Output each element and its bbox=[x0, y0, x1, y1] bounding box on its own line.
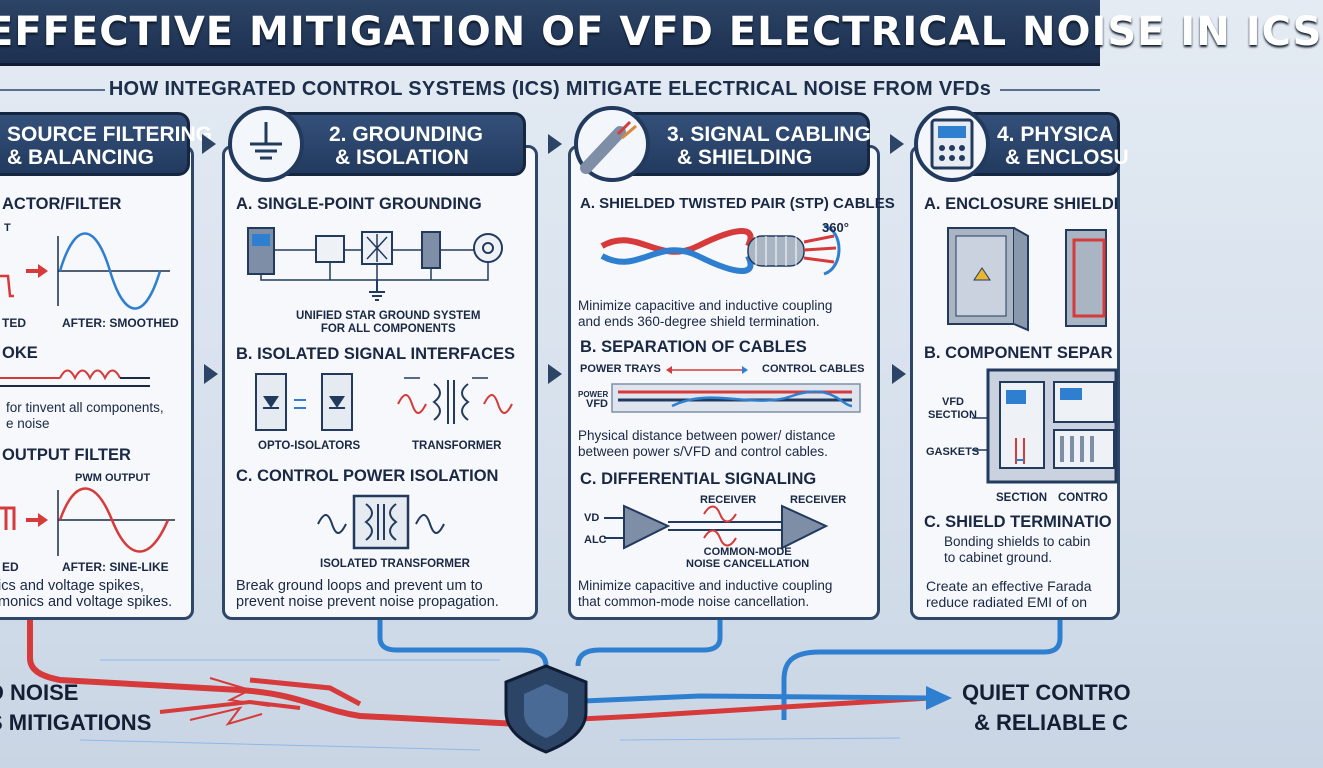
label-pwm-output: PWM OUTPUT bbox=[75, 472, 151, 484]
twisted-pair-cable-diagram bbox=[600, 224, 841, 276]
label-vd: VD bbox=[584, 512, 600, 524]
arrow-2-to-3-mid bbox=[548, 364, 562, 384]
section-title-separation-of-cables: B. SEPARATION OF CABLES bbox=[580, 338, 807, 356]
panel-source-filtering bbox=[0, 145, 194, 620]
section-title-stp-cables: A. SHIELDED TWISTED PAIR (STP) CABLES bbox=[580, 195, 895, 212]
label-power: POWER bbox=[578, 390, 609, 399]
label-power-trays: POWER TRAYS bbox=[580, 363, 661, 375]
subtitle-rule-right bbox=[1000, 89, 1100, 91]
label-control-bottom: CONTRO bbox=[1058, 492, 1108, 504]
section-title-single-point-grounding: A. SINGLE-POINT GROUNDING bbox=[236, 195, 482, 213]
star-ground-caption: UNIFIED STAR GROUND SYSTEM FOR ALL COMPO… bbox=[296, 310, 481, 335]
grounding-footer: Break ground loops and prevent um to pre… bbox=[236, 578, 499, 610]
stp-description: Minimize capacitive and inductive coupli… bbox=[578, 298, 833, 329]
label-isolated-transformer: ISOLATED TRANSFORMER bbox=[320, 558, 470, 570]
isolated-transformer-diagram bbox=[317, 494, 445, 550]
component-separation-diagram bbox=[986, 368, 1118, 484]
title-bar: EFFECTIVE MITIGATION OF VFD ELECTRICAL N… bbox=[0, 0, 1322, 66]
separation-description: Physical distance between power/ distanc… bbox=[578, 428, 836, 459]
noise-to-clean-flow-diagram bbox=[27, 620, 1063, 754]
page-title: EFFECTIVE MITIGATION OF VFD ELECTRICAL N… bbox=[0, 9, 1323, 55]
star-ground-diagram bbox=[247, 227, 503, 301]
source-filtering-footer: ics and voltage spikes, monics and volta… bbox=[0, 578, 173, 610]
label-vfd-tray: VFD bbox=[586, 398, 608, 410]
cable-separation-diagram bbox=[611, 366, 861, 413]
subtitle: HOW INTEGRATED CONTROL SYSTEMS (ICS) MIT… bbox=[108, 78, 992, 100]
ground-symbol-icon bbox=[228, 106, 304, 182]
label-transformer: TRANSFORMER bbox=[412, 440, 502, 452]
differential-description: Minimize capacitive and inductive coupli… bbox=[578, 578, 833, 609]
arrow-2-to-3-top bbox=[548, 134, 562, 154]
label-vfd-section: VFD SECTION bbox=[928, 396, 977, 421]
section-title-reactor: ACTOR/FILTER bbox=[2, 195, 122, 213]
label-after-sine-like: AFTER: SINE-LIKE bbox=[62, 560, 169, 574]
shield-termination-description: Bonding shields to cabin to cabinet grou… bbox=[944, 534, 1091, 565]
choke-description: for tinvent all components, e noise bbox=[6, 400, 164, 431]
subtitle-rule-left bbox=[0, 89, 105, 91]
label-opto-isolators: OPTO-ISOLATORS bbox=[258, 440, 361, 452]
choke-coil-diagram bbox=[0, 369, 150, 387]
label-control-cables: CONTROL CABLES bbox=[762, 363, 865, 375]
isolated-interfaces-diagram bbox=[255, 373, 513, 431]
differential-signaling-diagram bbox=[604, 504, 829, 550]
label-360-degree: 360° bbox=[822, 220, 849, 235]
enclosure-cabinets-diagram bbox=[947, 227, 1107, 332]
bottom-left-label: D NOISE S MITIGATIONS bbox=[0, 680, 152, 735]
section-title-enclosure-shielding: A. ENCLOSURE SHIELDI bbox=[924, 195, 1119, 213]
label-receiver-1: RECEIVER bbox=[700, 494, 757, 506]
arrow-3-to-4-mid bbox=[892, 364, 906, 384]
enclosure-footer: Create an effective Farada reduce radiat… bbox=[926, 578, 1092, 610]
control-panel-icon bbox=[914, 106, 990, 182]
section-title-component-separation: B. COMPONENT SEPAR bbox=[924, 344, 1113, 362]
label-input: T bbox=[4, 222, 11, 234]
label-alc: ALC bbox=[584, 534, 607, 546]
section-title-differential-signaling: C. DIFFERENTIAL SIGNALING bbox=[580, 470, 817, 488]
output-filter-waveform-diagram bbox=[0, 487, 175, 556]
bottom-right-label: QUIET CONTRO & RELIABLE C bbox=[962, 680, 1131, 735]
section-title-shield-termination: C. SHIELD TERMINATIO bbox=[924, 513, 1112, 531]
label-distorted: TED bbox=[2, 316, 26, 330]
arrow-1-to-2-mid bbox=[204, 364, 218, 384]
section-title-choke: OKE bbox=[2, 344, 38, 362]
common-mode-caption: COMMON-MODE NOISE CANCELLATION bbox=[686, 546, 810, 570]
arrow-1-to-2-top bbox=[202, 134, 216, 154]
reactor-waveform-diagram bbox=[0, 232, 170, 310]
header-source-filtering: SOURCE FILTERING & BALANCING bbox=[0, 112, 212, 176]
label-gaskets: GASKETS bbox=[926, 446, 980, 458]
label-receiver-2: RECEIVER bbox=[790, 494, 847, 506]
section-title-isolated-signal-interfaces: B. ISOLATED SIGNAL INTERFACES bbox=[236, 345, 515, 363]
callout-lines bbox=[972, 417, 988, 451]
label-section-bottom: SECTION bbox=[996, 492, 1048, 504]
section-title-output-filter: OUTPUT FILTER bbox=[2, 446, 131, 464]
label-before: ED bbox=[2, 560, 19, 574]
section-title-control-power-isolation: C. CONTROL POWER ISOLATION bbox=[236, 467, 499, 485]
arrow-3-to-4-top bbox=[890, 134, 904, 154]
shielded-cable-icon bbox=[574, 106, 650, 182]
label-after-smoothed: AFTER: SMOOTHED bbox=[62, 316, 179, 330]
